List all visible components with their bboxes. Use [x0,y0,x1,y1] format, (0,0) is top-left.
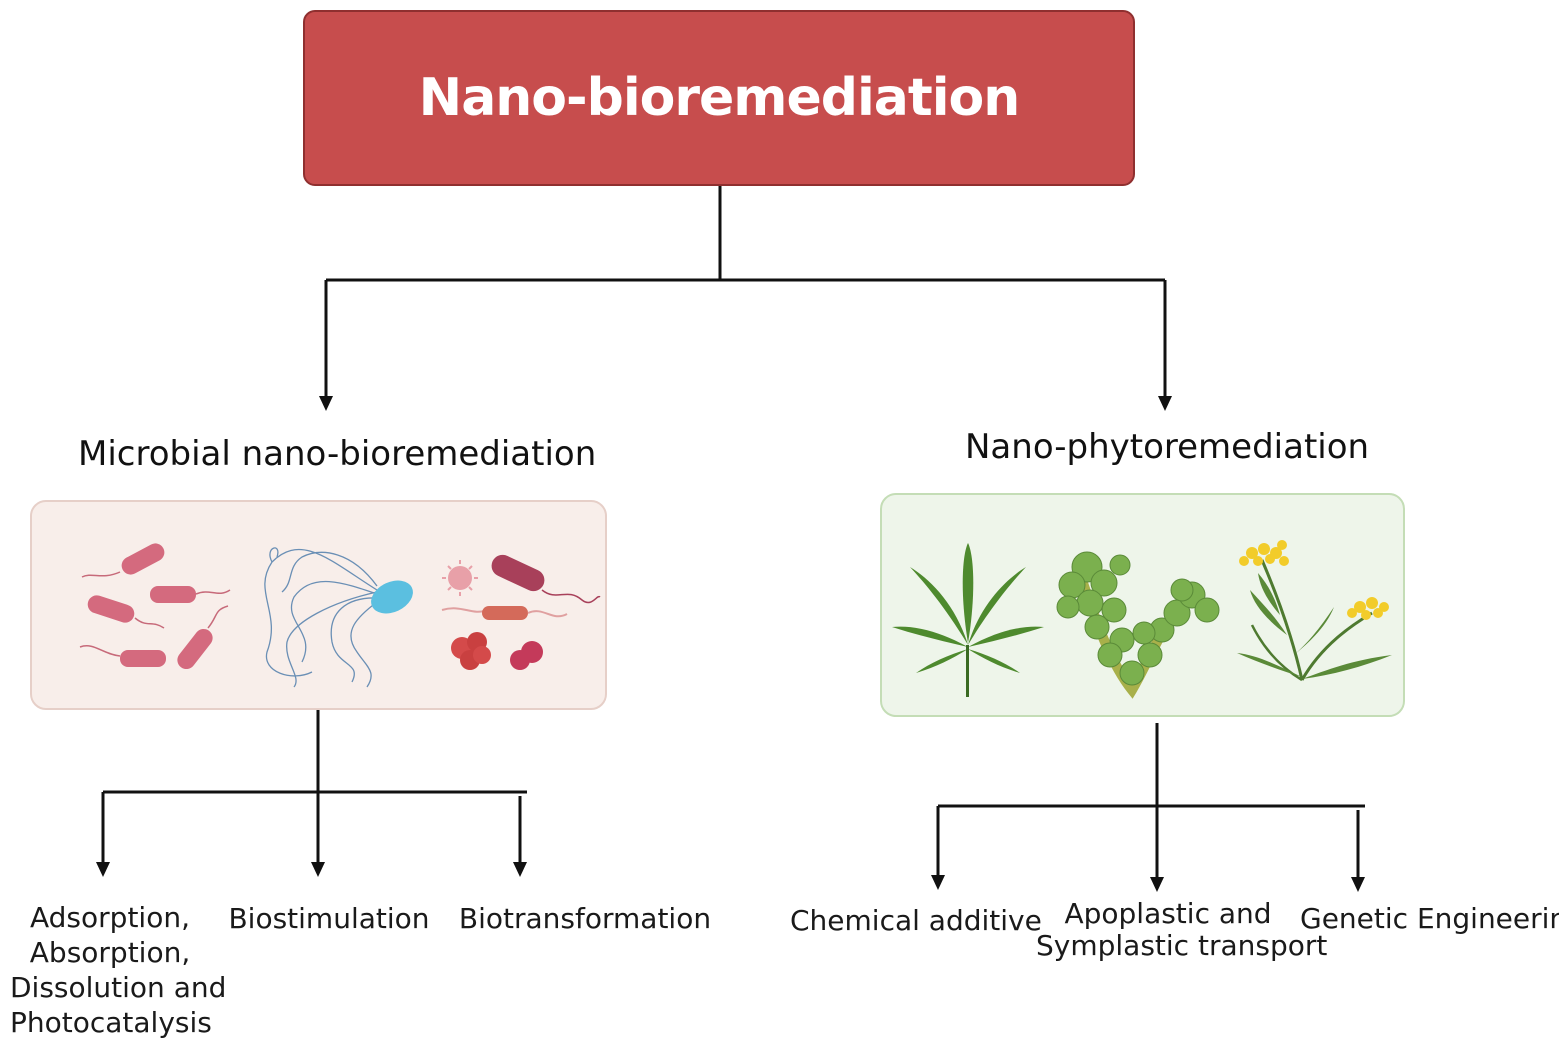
cannabis-leaf-icon [892,543,1044,697]
microbes-illustration [79,543,601,688]
label-line: Adsorption, [30,901,190,934]
plants-illustration [892,540,1392,699]
label-line: Biostimulation [228,902,430,935]
label-line: Genetic Engineering [1300,902,1559,935]
succulent-plant-icon [1056,551,1220,699]
label-genetic-engineering: Genetic Engineering [1300,901,1559,936]
label-line: Symplastic transport [1036,929,1328,962]
label-line: Absorption, [29,936,191,969]
flagellated-bacterium-icon [264,547,378,688]
label-adsorption: Adsorption, Absorption, Dissolution and … [10,900,227,1040]
root-node: Nano-bioremediation [303,10,1135,186]
plant-illustration-panel [880,493,1405,717]
label-line: Biotransformation [458,902,712,935]
label-transport: Apoplastic and Symplastic transport [1036,897,1328,962]
label-line: Apoplastic and [1064,897,1272,930]
label-chemical-additive: Chemical additive [790,903,1042,938]
root-title: Nano-bioremediation [418,68,1021,128]
rod-bacteria-icon [79,543,231,670]
microbial-illustration-panel [30,500,607,710]
label-biostimulation: Biostimulation [222,901,436,936]
label-biotransformation: Biotransformation [450,901,720,936]
bacterium-body-icon [371,580,413,614]
phyto-branch-title: Nano-phytoremediation [965,427,1370,467]
label-line: Chemical additive [790,904,1042,937]
microbial-branch-title: Microbial nano-bioremediation [78,434,597,474]
label-line: Photocatalysis [10,1006,212,1039]
mixed-microbes-icon [441,554,601,670]
flowering-plant-icon [1237,540,1392,682]
label-line: Dissolution and [10,971,227,1004]
